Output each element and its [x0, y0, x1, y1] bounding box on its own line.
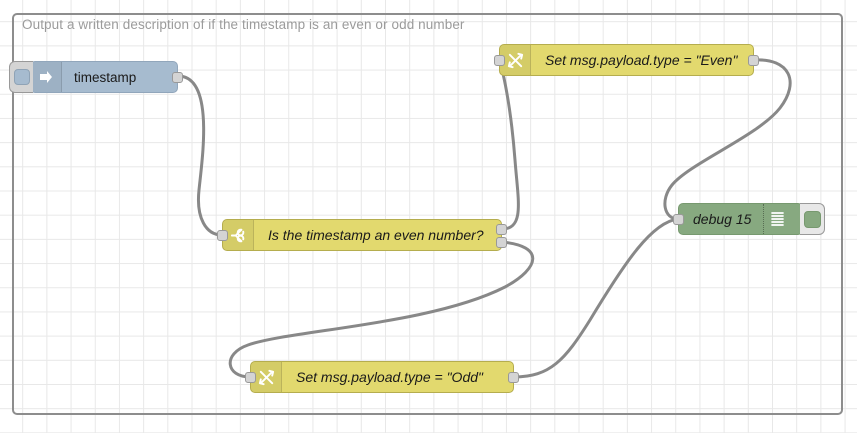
- port-input-0[interactable]: [494, 55, 505, 66]
- wire-odd-to-debug[interactable]: [512, 217, 680, 379]
- port-input-0[interactable]: [245, 372, 256, 383]
- port-input-0[interactable]: [217, 230, 228, 241]
- debug-lines-icon: [763, 204, 790, 234]
- node-switch-label: Is the timestamp an even number?: [268, 227, 484, 243]
- port-output-0[interactable]: [508, 372, 519, 383]
- node-change-even-label: Set msg.payload.type = "Even": [545, 52, 738, 68]
- port-output-1[interactable]: [496, 237, 507, 248]
- group-label: Output a written description of if the t…: [22, 17, 465, 32]
- inject-trigger-button[interactable]: [9, 61, 33, 93]
- node-inject-label: timestamp: [74, 69, 137, 85]
- port-output-0[interactable]: [172, 72, 183, 83]
- node-debug-15[interactable]: debug 15: [673, 203, 825, 235]
- port-output-0[interactable]: [748, 55, 759, 66]
- wire-inject-to-switch[interactable]: [176, 74, 224, 237]
- switch-branch-icon: [223, 220, 254, 250]
- port-output-0[interactable]: [496, 224, 507, 235]
- change-shuffle-icon: [500, 45, 531, 75]
- node-debug-label: debug 15: [693, 211, 752, 227]
- inject-trigger-button-inner: [13, 69, 30, 85]
- wire-even-to-debug[interactable]: [663, 58, 792, 221]
- debug-enable-toggle[interactable]: [800, 203, 825, 235]
- change-shuffle-icon: [251, 362, 282, 392]
- node-change-odd[interactable]: Set msg.payload.type = "Odd": [245, 361, 519, 393]
- wire-switch-to-odd[interactable]: [228, 240, 535, 379]
- debug-enable-toggle-inner: [803, 210, 821, 228]
- node-inject-timestamp[interactable]: timestamp: [9, 61, 183, 93]
- node-change-odd-label: Set msg.payload.type = "Odd": [296, 369, 483, 385]
- node-change-even[interactable]: Set msg.payload.type = "Even": [494, 44, 759, 76]
- node-switch-even-check[interactable]: Is the timestamp an even number?: [217, 219, 507, 251]
- arrow-right-icon: [31, 62, 62, 92]
- port-input-0[interactable]: [673, 214, 684, 225]
- wire-switch-to-even[interactable]: [497, 58, 520, 231]
